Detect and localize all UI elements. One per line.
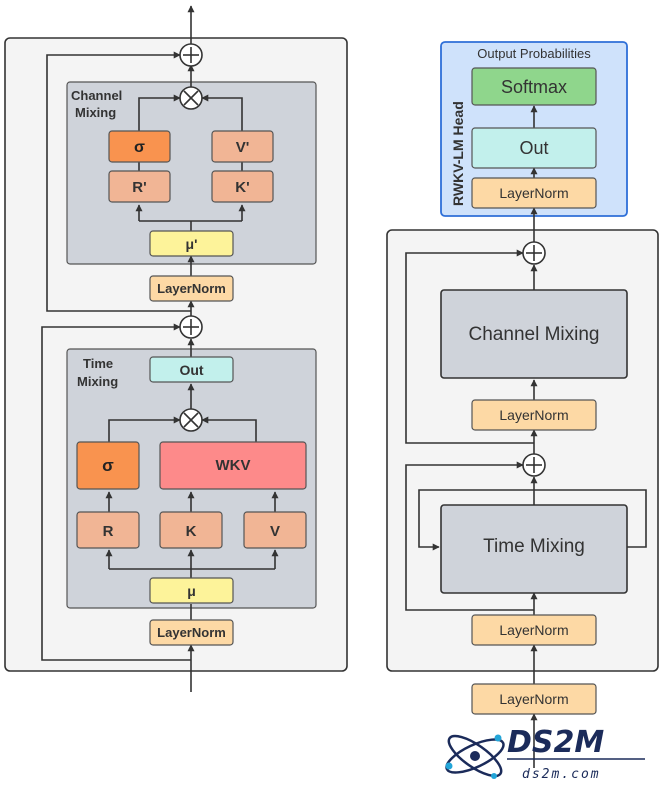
time-v-label: V: [270, 523, 280, 540]
time-mu-box: μ: [149, 577, 234, 604]
watermark-brand: DS2M: [507, 725, 604, 760]
channel-layernorm-box: LayerNorm: [149, 275, 234, 302]
right-residual-add-top-icon: [522, 241, 546, 265]
time-wkv-label: WKV: [216, 457, 251, 474]
channel-k-prime-box: K': [211, 170, 274, 203]
channel-mixing-title-2: Mixing: [75, 105, 116, 120]
time-sigma-label: σ: [102, 456, 114, 475]
channel-mixing-box: Channel Mixing: [440, 289, 628, 379]
channel-sigma-label: σ: [134, 139, 145, 156]
time-r-label: R: [103, 523, 114, 540]
head-layernorm-label: LayerNorm: [499, 185, 568, 201]
layernorm-input-label: LayerNorm: [499, 691, 568, 707]
ds2m-watermark: DS2M ds2m.com: [445, 725, 645, 782]
channel-v-prime-label: V': [236, 139, 250, 156]
residual-add-top-icon: [179, 43, 203, 67]
time-mu-label: μ: [187, 583, 196, 599]
time-wkv-box: WKV: [159, 441, 307, 490]
time-sigma-box: σ: [76, 441, 140, 490]
channel-mu-prime-box: μ': [149, 230, 234, 257]
time-mixing-title-1: Time: [83, 356, 113, 371]
time-k-label: K: [186, 523, 197, 540]
channel-layernorm-label: LayerNorm: [157, 281, 226, 296]
layernorm-input-box: LayerNorm: [471, 683, 597, 715]
left-block-connectors: [41, 5, 279, 692]
layernorm-lower-label: LayerNorm: [499, 622, 568, 638]
channel-mixing-box-label: Channel Mixing: [469, 324, 600, 345]
head-out-box: Out: [471, 127, 597, 169]
time-v-box: V: [243, 511, 307, 549]
time-out-label: Out: [179, 362, 203, 378]
channel-r-prime-box: R': [108, 170, 171, 203]
channel-multiply-icon: [179, 86, 203, 110]
layernorm-upper-box: LayerNorm: [471, 399, 597, 431]
time-layernorm-box: LayerNorm: [149, 619, 234, 646]
time-layernorm-label: LayerNorm: [157, 625, 226, 640]
rwkv-head-vertical-label: RWKV-LM Head: [450, 101, 466, 206]
channel-mixing-title-1: Channel: [71, 88, 122, 103]
channel-sigma-box: σ: [108, 130, 171, 163]
softmax-label: Softmax: [501, 77, 567, 97]
time-out-box: Out: [149, 356, 234, 383]
output-probabilities-label: Output Probabilities: [477, 46, 591, 61]
watermark-site: ds2m.com: [522, 767, 601, 782]
channel-k-prime-label: K': [235, 179, 249, 196]
time-r-box: R: [76, 511, 140, 549]
time-k-box: K: [159, 511, 223, 549]
time-mixing-box-label: Time Mixing: [483, 536, 585, 557]
channel-r-prime-label: R': [132, 179, 146, 196]
layernorm-lower-box: LayerNorm: [471, 614, 597, 646]
atom-logo-icon: [445, 734, 505, 779]
right-residual-add-bottom-icon: [522, 453, 546, 477]
time-mixing-title-2: Mixing: [77, 374, 118, 389]
layernorm-upper-label: LayerNorm: [499, 407, 568, 423]
head-layernorm-box: LayerNorm: [471, 177, 597, 209]
channel-v-prime-box: V': [211, 130, 274, 163]
head-out-label: Out: [519, 138, 548, 158]
time-multiply-icon: [179, 408, 203, 432]
time-mixing-box: Time Mixing: [440, 504, 628, 594]
channel-mu-prime-label: μ': [186, 236, 198, 252]
residual-add-middle-icon: [179, 315, 203, 339]
softmax-box: Softmax: [471, 67, 597, 106]
right-block-connectors: [405, 105, 647, 768]
